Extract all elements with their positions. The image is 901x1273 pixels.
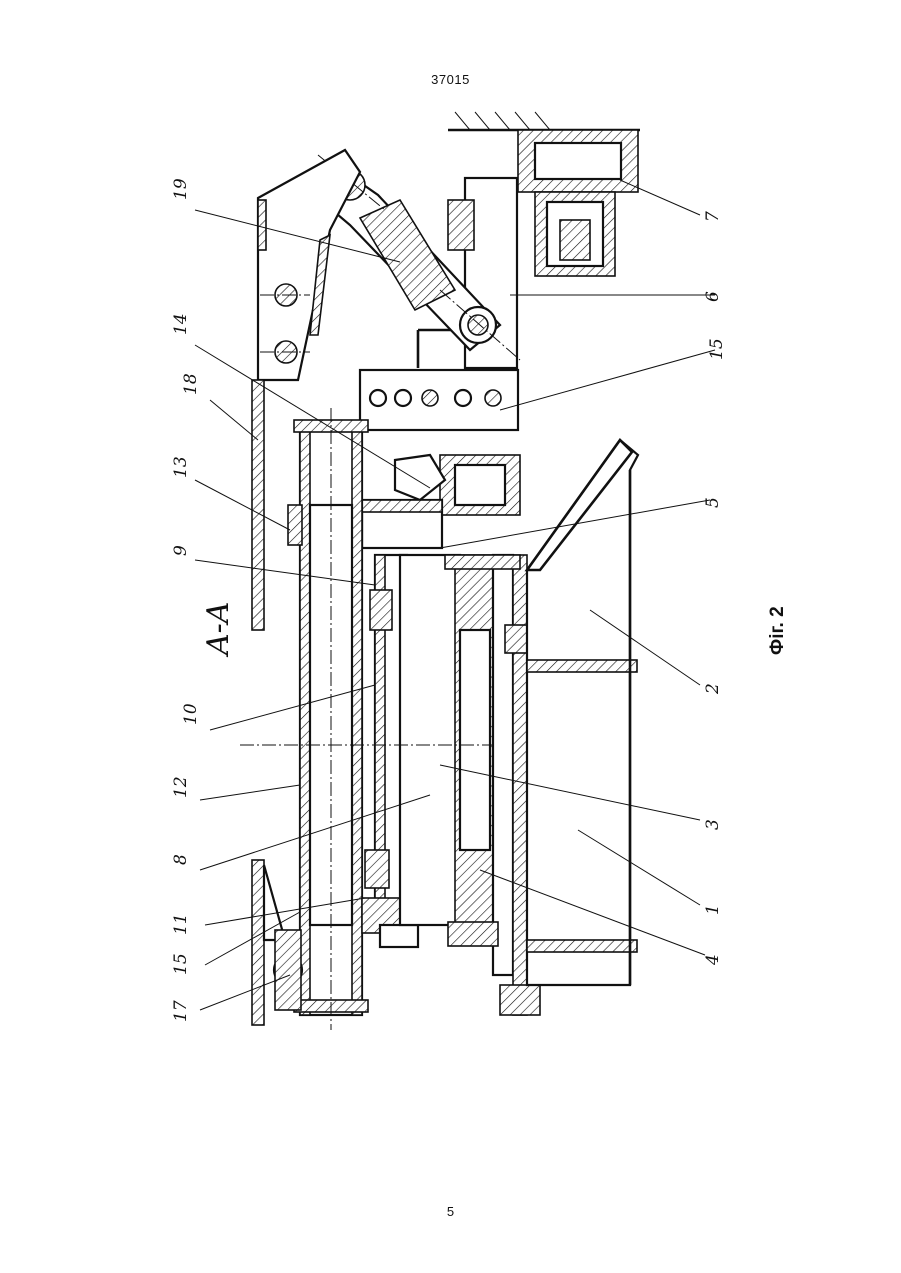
callout-14: 14 xyxy=(171,313,191,335)
callout-19: 19 xyxy=(171,178,191,200)
callout-15b: 15 xyxy=(171,953,191,975)
callout-13: 13 xyxy=(171,456,191,478)
section-label: A-A xyxy=(201,602,236,658)
callout-8: 8 xyxy=(171,854,191,865)
callout-12: 12 xyxy=(171,776,191,798)
callout-6: 6 xyxy=(703,291,723,302)
callout-11: 11 xyxy=(171,913,191,935)
perforated-plate-15 xyxy=(360,370,518,430)
callout-17: 17 xyxy=(171,1000,191,1022)
callout-2: 2 xyxy=(703,683,723,695)
callout-1: 1 xyxy=(703,904,723,915)
page-number: 5 xyxy=(0,1204,901,1219)
figure-caption: Фіг. 2 xyxy=(767,606,788,655)
callout-15: 15 xyxy=(707,338,727,360)
callout-10: 10 xyxy=(181,703,201,725)
callout-5: 5 xyxy=(703,497,723,508)
joint-14 xyxy=(362,455,520,548)
callout-4: 4 xyxy=(703,954,723,966)
cover-18 xyxy=(252,380,302,1025)
callout-18: 18 xyxy=(181,373,201,395)
lever-arm xyxy=(258,150,360,380)
ground-surface xyxy=(448,112,640,130)
box-beam-7 xyxy=(518,130,638,276)
callout-9: 9 xyxy=(171,545,191,556)
callout-3: 3 xyxy=(703,819,723,830)
base-1-2 xyxy=(527,440,638,985)
callout-7: 7 xyxy=(703,211,723,222)
